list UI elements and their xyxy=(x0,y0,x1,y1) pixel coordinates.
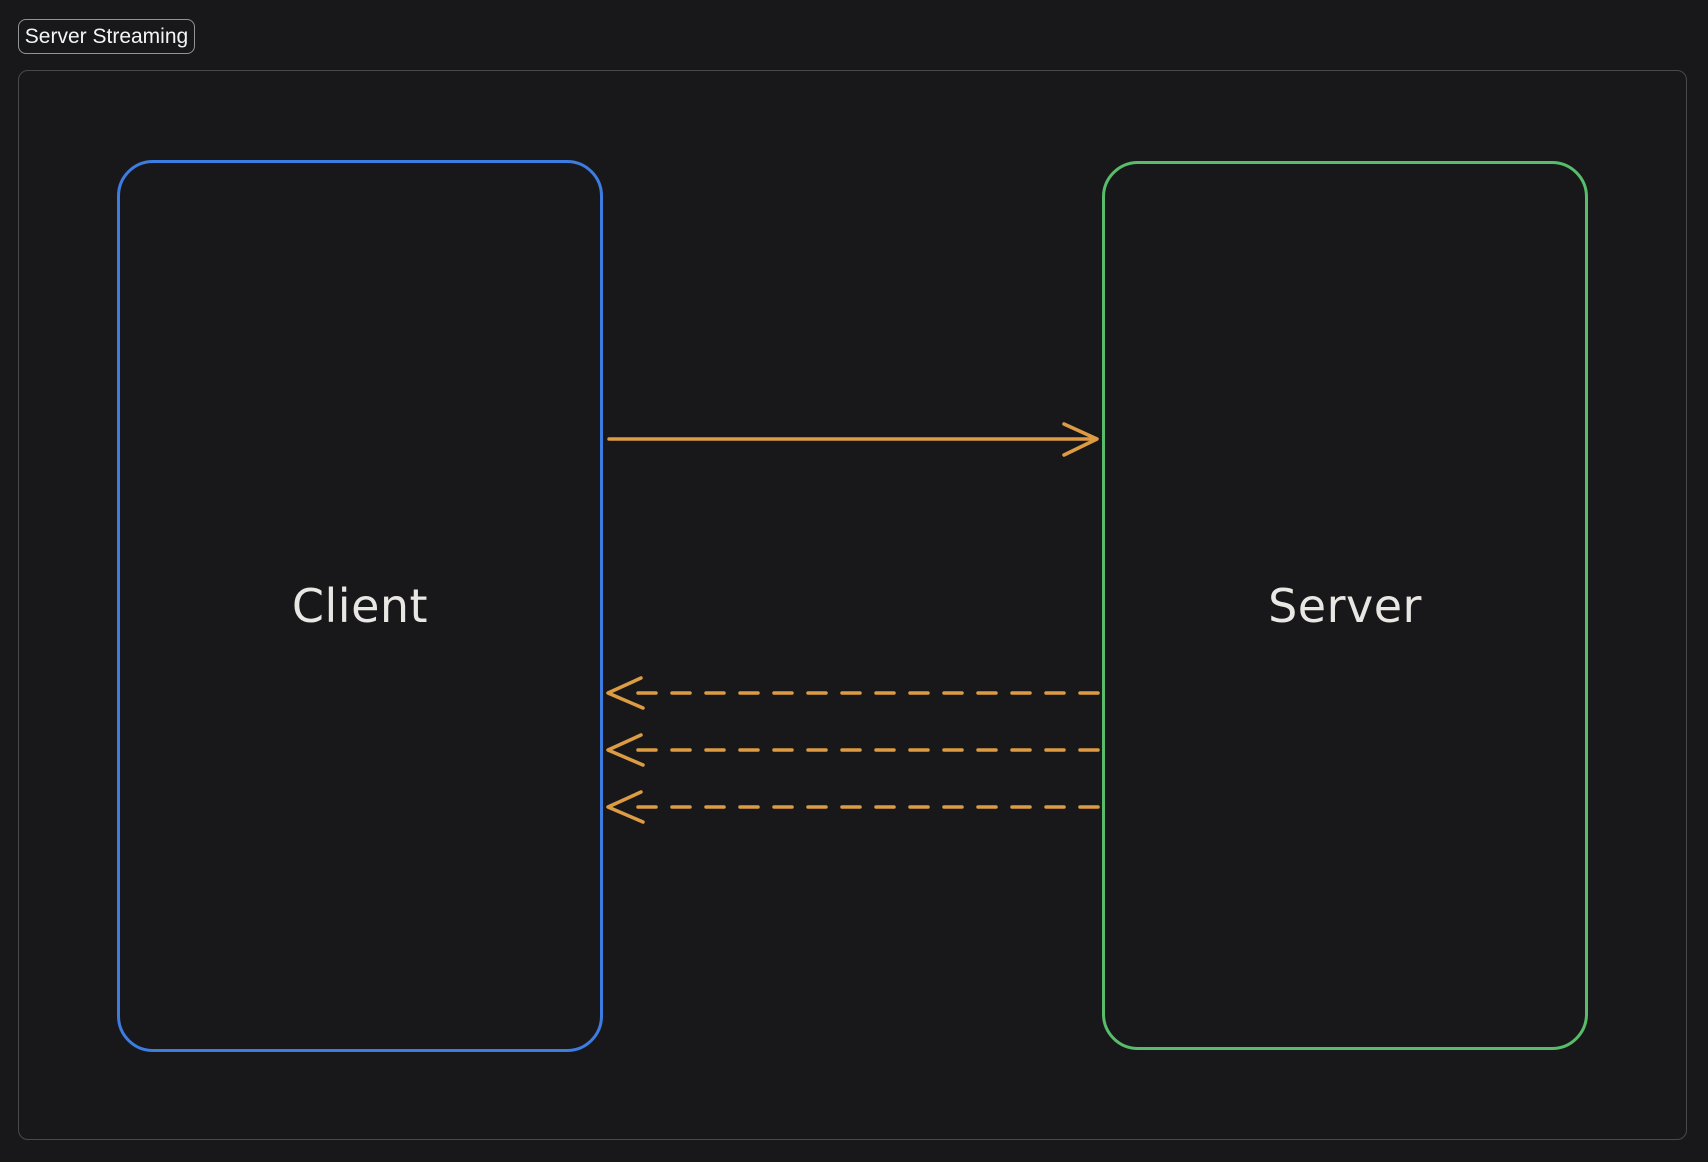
server-node-label: Server xyxy=(1268,578,1422,633)
server-node: Server xyxy=(1102,161,1588,1050)
server-streaming-mode-button[interactable]: Server Streaming xyxy=(18,19,195,54)
client-node-label: Client xyxy=(291,579,429,633)
client-node: Client xyxy=(117,160,603,1052)
diagram-canvas xyxy=(18,70,1687,1140)
